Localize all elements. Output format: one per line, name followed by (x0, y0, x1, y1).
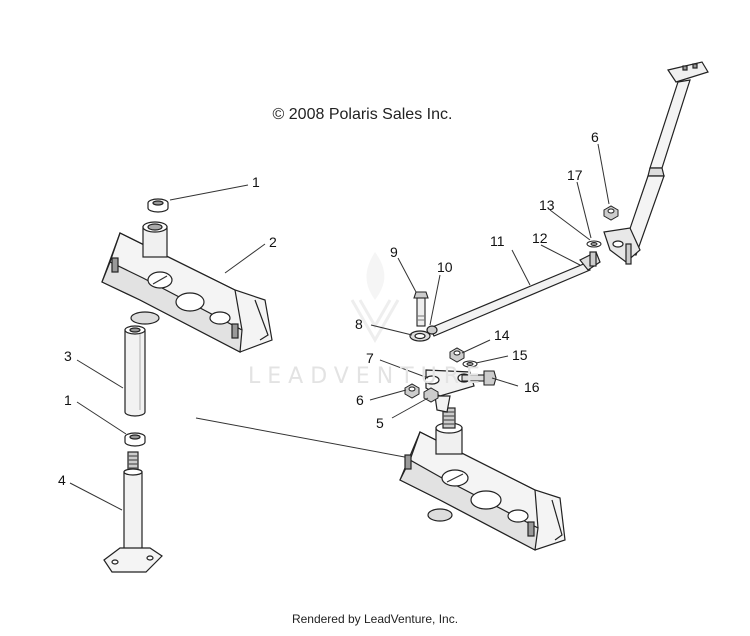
part-1-bushing-bottom (124, 432, 146, 447)
part-15-washer (462, 360, 478, 368)
callout-9: 9 (390, 244, 398, 260)
watermark-text: LEADVENTURE (248, 364, 487, 389)
callout-6-upper: 6 (591, 129, 599, 145)
callout-10: 10 (437, 259, 453, 275)
callout-16: 16 (524, 379, 540, 395)
callout-13: 13 (539, 197, 555, 213)
callout-4: 4 (58, 472, 66, 488)
callout-3: 3 (64, 348, 72, 364)
callout-15: 15 (512, 347, 528, 363)
leader-lines (69, 143, 610, 511)
part-4-spindle (103, 451, 163, 573)
callout-1-top: 1 (252, 174, 260, 190)
callout-7: 7 (366, 350, 374, 366)
callout-2: 2 (269, 234, 277, 250)
leader-left-to-right (195, 417, 411, 459)
part-1-bushing-top (147, 198, 169, 213)
part-14-nut (449, 347, 465, 363)
callout-12: 12 (532, 230, 548, 246)
part-2-housing-right (399, 407, 566, 551)
copyright-notice: © 2008 Polaris Sales Inc. (272, 106, 453, 123)
callout-5: 5 (376, 415, 384, 431)
callout-17: 17 (567, 167, 583, 183)
part-6-nut-lower (404, 383, 420, 399)
part-16-bolt (461, 370, 497, 386)
part-9-bolt (413, 291, 429, 327)
callout-numbers: 1 2 3 1 4 6 17 13 12 11 9 10 8 14 15 7 1… (58, 129, 599, 488)
footer-credit: Rendered by LeadVenture, Inc. (291, 612, 459, 626)
part-2-housing-left (101, 221, 273, 353)
callout-1-bottom: 1 (64, 392, 72, 408)
callout-8: 8 (355, 316, 363, 332)
callout-11: 11 (490, 233, 505, 249)
part-3-tube (124, 325, 146, 417)
part-6-nut-upper (603, 205, 619, 221)
part-12-rod-end (579, 251, 601, 271)
part-17-steering-column (603, 61, 709, 265)
part-13-washer (586, 240, 602, 248)
callout-6-lower: 6 (356, 392, 364, 408)
part-11-tie-rod (409, 262, 591, 342)
callout-14: 14 (494, 327, 510, 343)
